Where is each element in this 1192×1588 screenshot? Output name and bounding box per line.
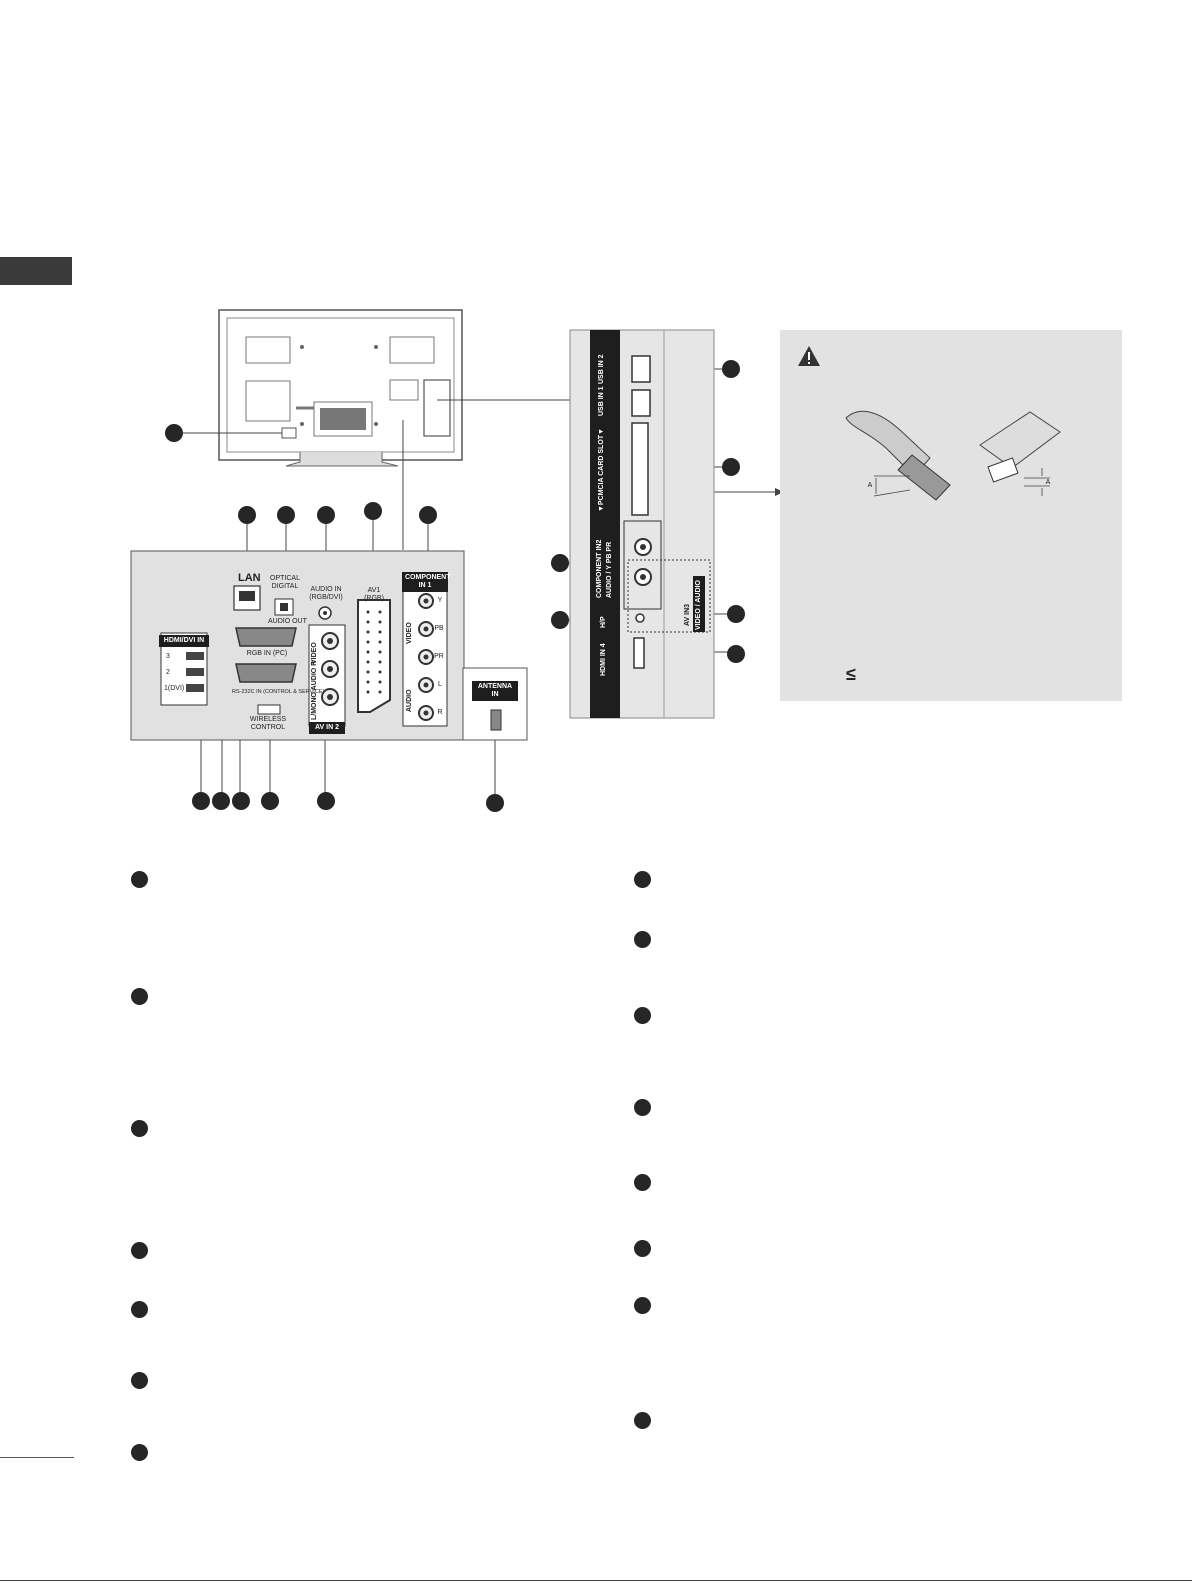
callout-circle [551, 554, 569, 572]
av-in3-sub-label: VIDEO / AUDIO [695, 580, 702, 630]
lan-label: LAN [238, 572, 261, 584]
dimension-marks [873, 468, 1050, 497]
comp-pr-label: PR [434, 653, 444, 660]
av2-audio-label: L/MONO AUDIO R [311, 660, 318, 720]
callout-circle [261, 792, 279, 810]
av-in2-label: AV IN 2 [309, 722, 345, 734]
callout-circle [317, 792, 335, 810]
usb-in2-label: USB IN 2 [598, 354, 605, 384]
wireless-control-label: WIRELESS CONTROL [249, 716, 287, 731]
optical-digital-label: OPTICAL DIGITAL [270, 575, 300, 590]
callout-circle [317, 506, 335, 524]
list-bullet [131, 1444, 148, 1461]
rs232c-label: RS-232C IN (CONTROL & SERVICE) [232, 689, 325, 695]
callout-circle [364, 502, 382, 520]
hdmi-port-2-label: 2 [166, 669, 170, 676]
callout-circle [486, 794, 504, 812]
section-tab [0, 257, 72, 285]
comp-pb-label: PB [434, 625, 444, 632]
comp-audio-label: AUDIO [406, 689, 413, 712]
hdmi-port-3-label: 3 [166, 653, 170, 660]
list-bullet [634, 1174, 651, 1191]
callout-circle [212, 792, 230, 810]
warning-triangle-icon [798, 346, 820, 366]
hdmi-dvi-in-label: HDMI/DVI IN [159, 635, 209, 647]
hdmi-port-1-dvi-label: 1(DVI) [164, 685, 185, 692]
comp-l-label: L [438, 681, 442, 688]
hp-label: H/P [600, 616, 607, 628]
list-bullet [131, 1372, 148, 1389]
pcmcia-slot-label: ▼PCMCIA CARD SLOT▼ [598, 428, 605, 512]
callout-circle [165, 424, 183, 442]
callout-circle [232, 792, 250, 810]
warning-box [780, 330, 1122, 701]
comp-video-label: VIDEO [406, 622, 413, 644]
list-bullet [634, 871, 651, 888]
dimension-a-right: A [1045, 479, 1051, 486]
component-in2-label: COMPONENT IN2 [596, 539, 603, 598]
antenna-in-label: ANTENNA IN [472, 681, 518, 701]
callout-circle [727, 605, 745, 623]
dimension-a-left: A [867, 482, 873, 489]
callout-circle [419, 506, 437, 524]
callout-circle [277, 506, 295, 524]
list-bullet [634, 1412, 651, 1429]
tv-rear-illustration [218, 309, 463, 467]
bottom-rule [0, 1580, 1192, 1581]
list-bullet [634, 1007, 651, 1024]
av-in3-label: AV IN3 [684, 603, 691, 626]
hdmi-in4-label: HDMI IN 4 [600, 643, 607, 676]
side-rule [0, 1457, 74, 1458]
list-bullet [634, 1240, 651, 1257]
le-sign: ≤ [846, 664, 856, 684]
usb-memory-illustration [979, 411, 1061, 483]
list-bullet [131, 1242, 148, 1259]
callout-circle [722, 360, 740, 378]
list-bullet [131, 988, 148, 1005]
callout-circle [722, 458, 740, 476]
av-in3-sub-bg [693, 576, 705, 632]
comp-r-label: R [437, 709, 443, 716]
callout-circle [727, 645, 745, 663]
list-bullet [131, 1120, 148, 1137]
component-in2-audio-label: AUDIO / Y PB PR [606, 541, 613, 598]
list-bullet [634, 931, 651, 948]
list-bullet [634, 1297, 651, 1314]
callout-circle [238, 506, 256, 524]
side-jack-panel [569, 329, 715, 719]
rgb-in-pc-label: RGB IN (PC) [246, 650, 288, 657]
audio-in-rgb-dvi-label: AUDIO IN (RGB/DVI) [309, 586, 343, 601]
callout-circle [192, 792, 210, 810]
audio-out-label: AUDIO OUT [268, 618, 307, 625]
list-bullet [634, 1099, 651, 1116]
usb-in1-label: USB IN 1 [598, 386, 605, 416]
callout-circle [551, 611, 569, 629]
list-bullet [131, 1301, 148, 1318]
av1-rgb-label: AV1 (RGB) [364, 587, 384, 602]
comp-y-label: Y [437, 597, 443, 604]
component-in1-label: COMPONENT IN 1 [402, 572, 451, 592]
hdmi-cable-illustration [845, 410, 951, 501]
list-bullet [131, 871, 148, 888]
